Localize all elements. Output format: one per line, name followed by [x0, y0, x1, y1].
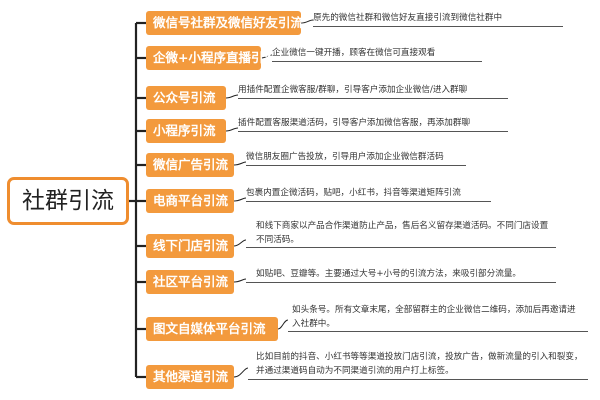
branch-description-enterprise-live: 企业微信一键开播，顾客在微信可直接观看 [272, 48, 436, 58]
description-underline-9 [288, 331, 588, 332]
description-connector-9 [277, 319, 289, 330]
branch-description-content-media: 如头条号。所有文章末尾，全部留群主的企业微信二维码，添加后再邀请进入社群中。 [292, 305, 576, 329]
branch-node-mini-program: 小程序引流 [146, 119, 226, 143]
description-underline-6 [246, 201, 491, 202]
branch-description-other-channels: 比如目前的抖音、小红书等等渠道投放门店引流，投放广告，做新流量的引入和裂变，并通… [256, 352, 583, 376]
description-underline-1 [313, 26, 563, 27]
description-underline-2 [272, 61, 482, 62]
branch-node-wechat-ads: 微信广告引流 [146, 153, 234, 177]
description-connector-10 [233, 367, 249, 378]
description-underline-5 [246, 165, 466, 166]
branch-description-mini-program: 插件配置客服渠道活码，引导客户添加微信客服，再添加群聊 [238, 118, 471, 128]
branch-node-other-channels: 其他渠道引流 [146, 365, 234, 389]
description-connector-4 [225, 127, 239, 132]
branch-description-wechat-ads: 微信朋友圈广告投放，引导用户添加企业微信群活码 [246, 152, 444, 162]
branch-node-community-platform: 社区平台引流 [146, 270, 234, 294]
branch-node-content-media: 图文自媒体平台引流 [146, 317, 278, 341]
description-underline-10 [248, 379, 588, 380]
branch-node-enterprise-live: 企微+小程序直播引流 [146, 46, 276, 70]
branch-description-official-account: 用插件配置企微客服/群聊，引导客户添加企业微信/进入群聊 [238, 85, 468, 95]
branch-description-offline-store: 和线下商家以产品合作渠道防止产品，售后名义留存渠道活码。不同门店设置不同活码。 [256, 221, 549, 245]
root-node: 社群引流 [7, 177, 129, 225]
branch-description-community-platform: 如贴吧、豆瓣等。主要通过大号+小号的引流方法，来吸引部分流量。 [256, 269, 522, 279]
description-connector-6 [233, 197, 247, 202]
branch-description-wechat-group-friends: 原先的微信社群和微信好友直接引流到微信社群中 [313, 13, 503, 23]
description-underline-3 [238, 98, 508, 99]
description-underline-7 [246, 247, 556, 248]
description-connector-7 [233, 239, 247, 247]
description-connector-5 [233, 161, 247, 166]
branch-node-offline-store: 线下门店引流 [146, 234, 234, 258]
branch-node-official-account: 公众号引流 [146, 86, 226, 110]
branch-node-ecommerce: 电商平台引流 [146, 189, 234, 213]
description-underline-8 [246, 282, 556, 283]
description-connector-8 [233, 278, 247, 283]
description-connector-3 [225, 94, 239, 99]
branch-description-ecommerce: 包裹内置企微活码，贴吧，小红书，抖音等渠道矩阵引流 [246, 188, 461, 198]
description-underline-4 [238, 131, 508, 132]
branch-node-wechat-group-friends: 微信号社群及微信好友引流 [146, 11, 303, 35]
